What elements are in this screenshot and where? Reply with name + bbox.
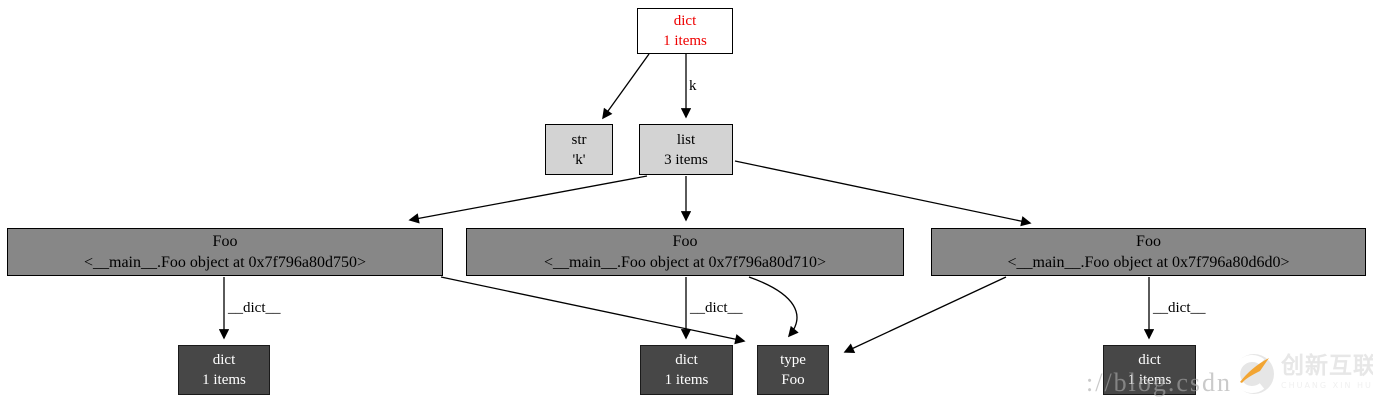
edge-foo3-to-type [843, 276, 1007, 353]
edge-label-k: k [689, 78, 697, 94]
node-sublabel: 1 items [663, 33, 707, 49]
node-label: dict [212, 352, 236, 368]
node-label: Foo [212, 233, 238, 250]
node-str-k: str 'k' [545, 124, 613, 175]
node-sublabel: 1 items [1127, 372, 1172, 388]
node-sublabel: <__main__.Foo object at 0x7f796a80d6d0> [1007, 254, 1290, 271]
watermark-url-text: ://blog.csdn [1086, 368, 1233, 397]
brand-subtitle: CHUANG XIN HU LIAN [1281, 381, 1373, 390]
node-root-dict: dict 1 items [637, 8, 733, 54]
node-label: dict [1138, 352, 1161, 368]
brand-name: 创新互联 [1281, 353, 1373, 379]
node-sublabel: <__main__.Foo object at 0x7f796a80d710> [543, 254, 826, 271]
node-sublabel: 'k' [572, 151, 586, 168]
edge-label-dict2: __dict__ [690, 300, 743, 316]
node-label: Foo [672, 233, 698, 250]
node-label: type [780, 352, 806, 368]
node-label: list [676, 131, 696, 148]
node-foo-1: Foo <__main__.Foo object at 0x7f796a80d7… [7, 228, 443, 276]
node-sublabel: 1 items [202, 372, 246, 388]
node-label: str [571, 131, 587, 148]
node-sublabel: 1 items [664, 372, 709, 388]
node-dict-3: dict 1 items [1103, 345, 1196, 395]
node-foo-2: Foo <__main__.Foo object at 0x7f796a80d7… [466, 228, 904, 276]
node-label: dict [673, 13, 697, 29]
node-dict-2: dict 1 items [640, 345, 733, 395]
node-sublabel: <__main__.Foo object at 0x7f796a80d750> [83, 254, 366, 271]
node-foo-3: Foo <__main__.Foo object at 0x7f796a80d6… [931, 228, 1366, 276]
edge-list-to-foo1 [408, 175, 648, 224]
watermark-brand-logo: 创新互联 CHUANG XIN HU LIAN [1233, 351, 1373, 399]
node-sublabel: 3 items [664, 151, 708, 168]
edge-dict-to-str [602, 53, 650, 120]
node-label: dict [675, 352, 698, 368]
edge-label-dict3: __dict__ [1153, 300, 1206, 316]
node-label: Foo [1136, 233, 1161, 250]
node-sublabel: Foo [781, 372, 805, 388]
edge-foo2-to-type [748, 276, 799, 338]
node-type-foo: type Foo [757, 345, 829, 395]
edge-label-dict1: __dict__ [228, 300, 281, 316]
node-list: list 3 items [639, 124, 733, 175]
edge-list-to-foo3 [734, 160, 1032, 227]
brand-badge-icon [1233, 354, 1274, 394]
node-dict-1: dict 1 items [178, 345, 270, 395]
